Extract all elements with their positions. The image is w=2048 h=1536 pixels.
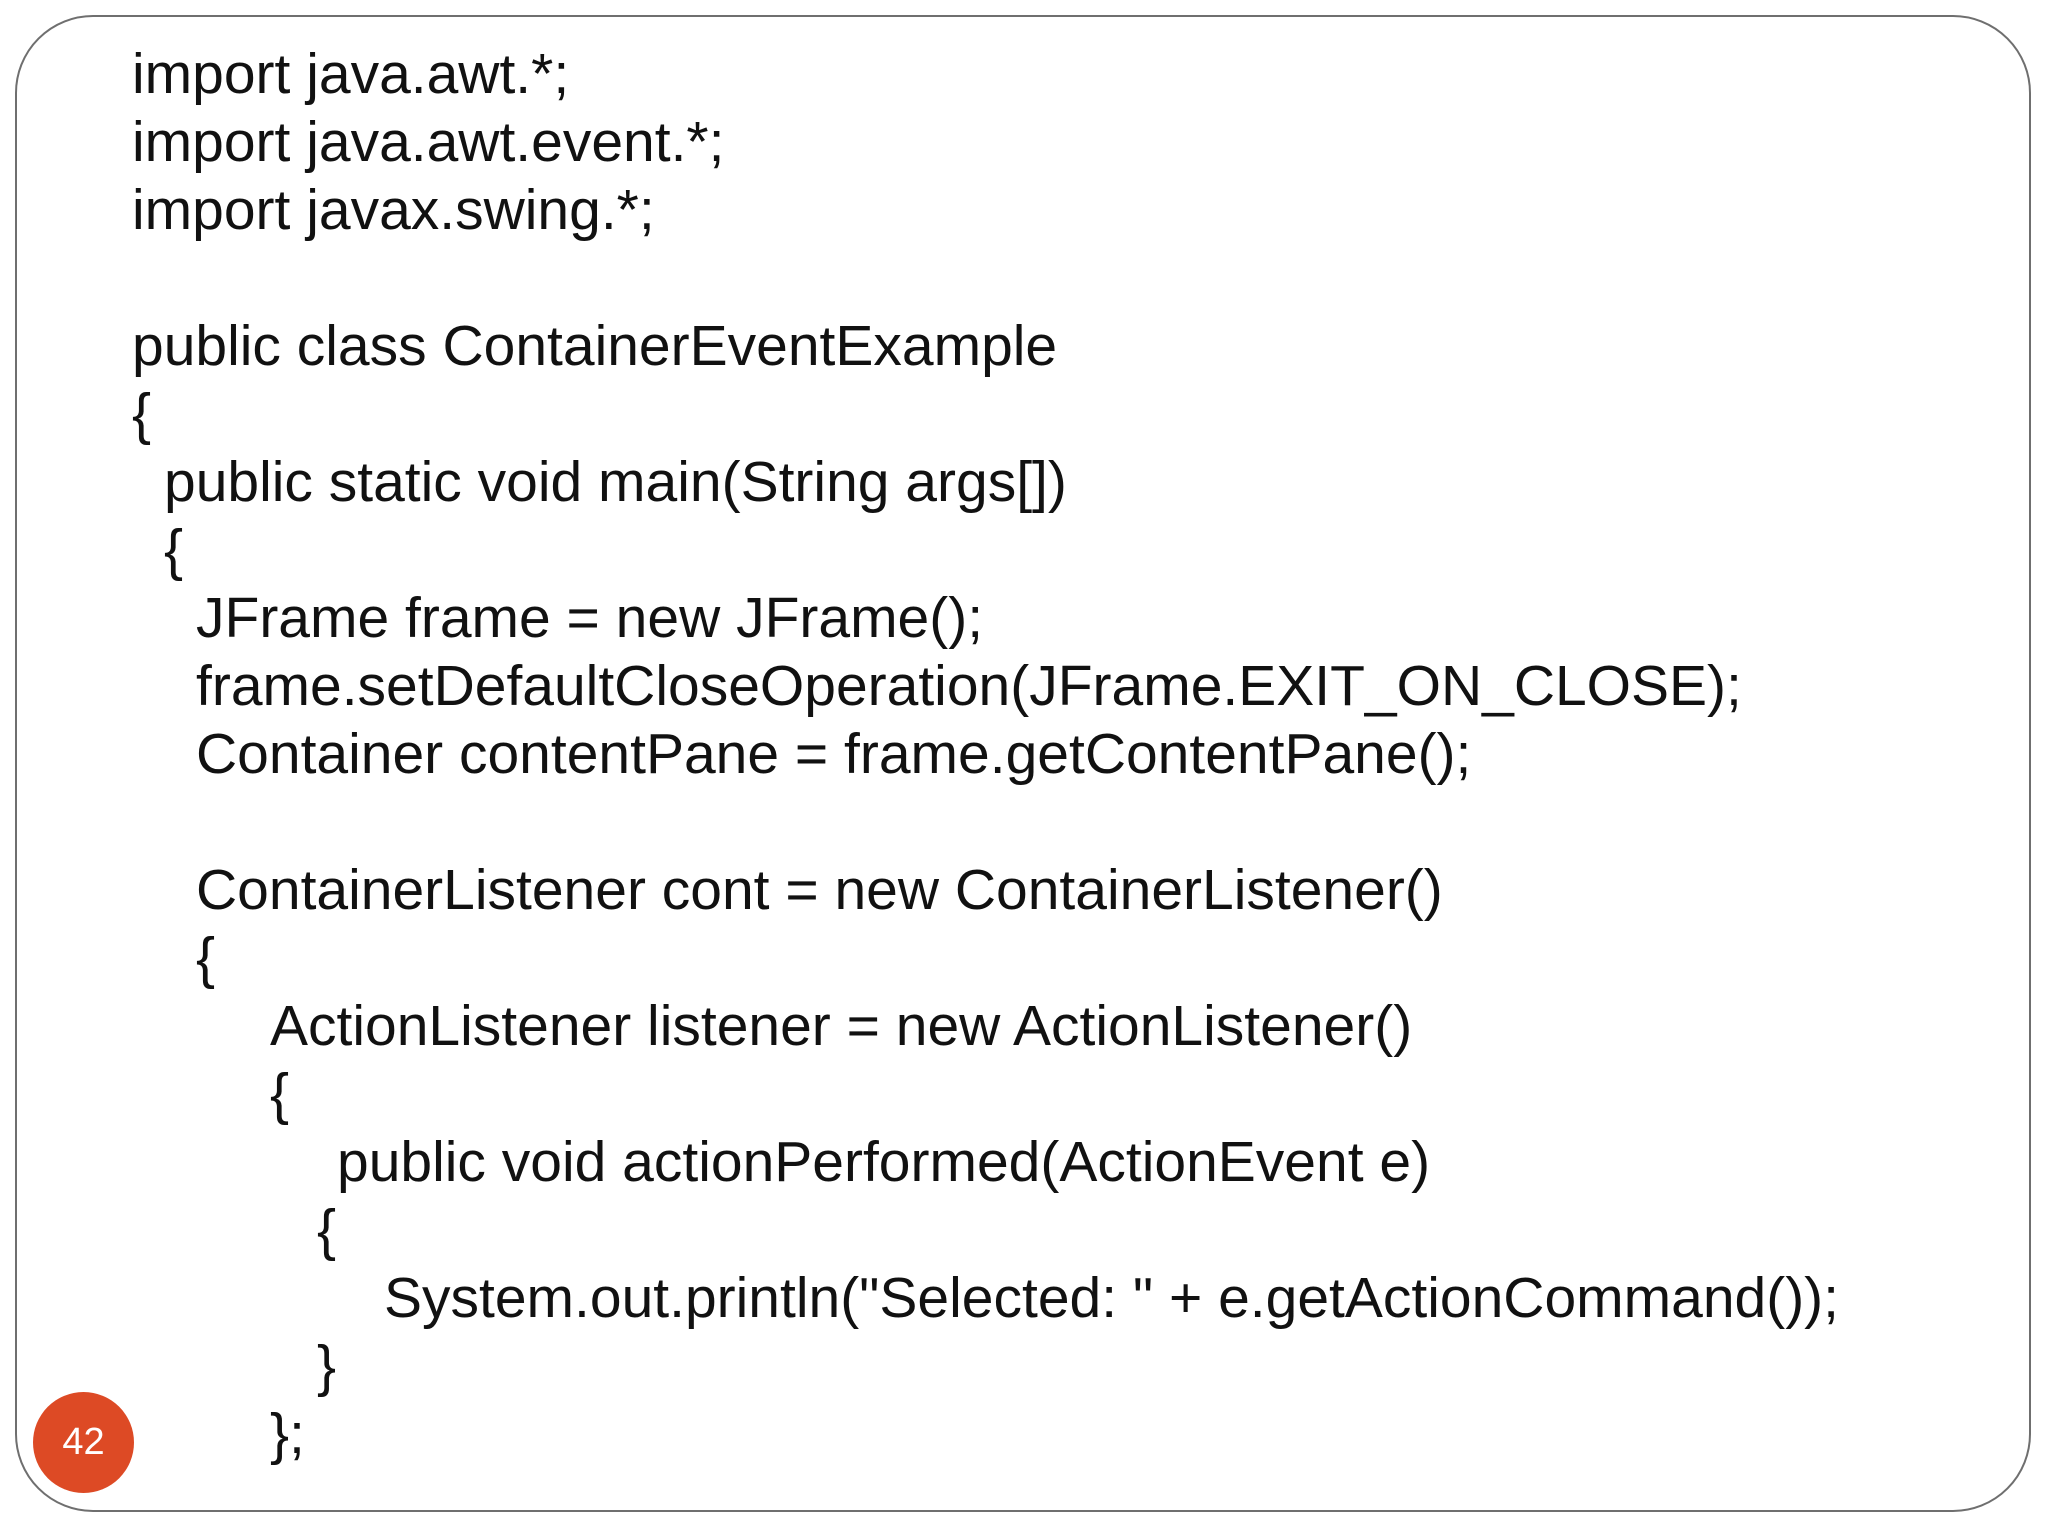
code-line: System.out.println("Selected: " + e.getA… xyxy=(384,1266,1840,1330)
code-line: import javax.swing.*; xyxy=(132,178,655,242)
code-line: Container contentPane = frame.getContent… xyxy=(196,722,1472,786)
code-line: }; xyxy=(270,1402,305,1466)
code-line: public static void main(String args[]) xyxy=(164,450,1067,514)
code-line: import java.awt.*; xyxy=(132,42,570,106)
code-line: ActionListener listener = new ActionList… xyxy=(270,994,1413,1058)
code-line: { xyxy=(132,382,152,446)
code-line: public class ContainerEventExample xyxy=(132,314,1058,378)
code-line: import java.awt.event.*; xyxy=(132,110,725,174)
code-line: frame.setDefaultCloseOperation(JFrame.EX… xyxy=(196,654,1742,718)
slide-frame xyxy=(15,15,2031,1512)
code-line: { xyxy=(196,926,216,990)
page-number-badge: 42 xyxy=(33,1392,134,1493)
code-line: { xyxy=(270,1062,290,1126)
code-line: } xyxy=(317,1334,337,1398)
code-line: { xyxy=(164,518,184,582)
code-line: JFrame frame = new JFrame(); xyxy=(196,586,984,650)
code-line: { xyxy=(317,1198,337,1262)
code-line: public void actionPerformed(ActionEvent … xyxy=(337,1130,1431,1194)
code-line: ContainerListener cont = new ContainerLi… xyxy=(196,858,1443,922)
